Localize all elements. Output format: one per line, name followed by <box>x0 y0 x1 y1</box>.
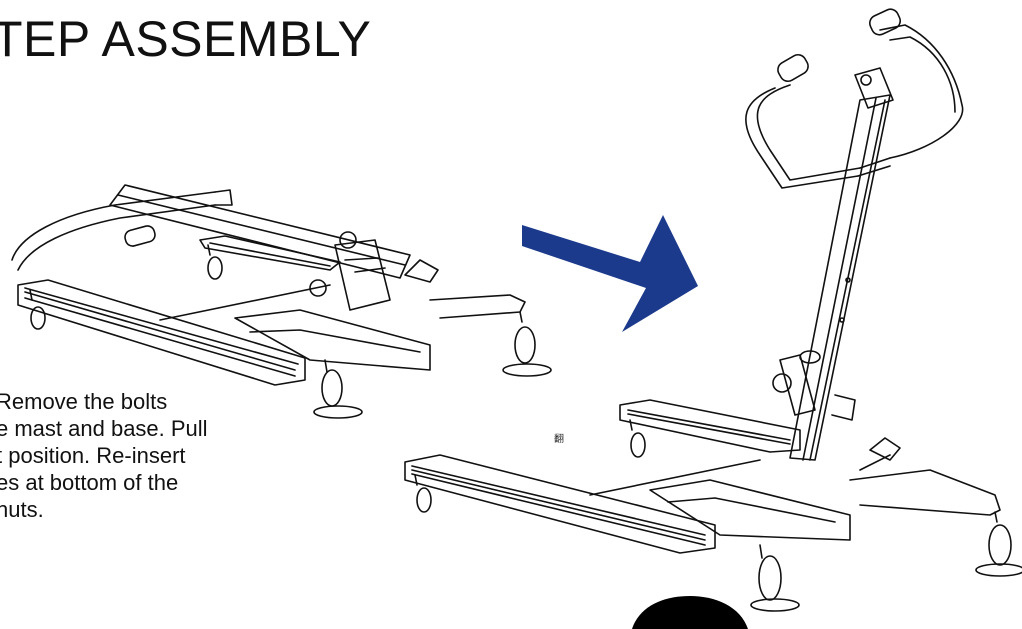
direction-arrow-icon <box>522 215 698 332</box>
instruction-line: es at bottom of the <box>0 470 179 495</box>
lift-assembled-illustration <box>404 8 1022 612</box>
instruction-line: nuts. <box>0 497 44 522</box>
instruction-line: t position. Re-insert <box>0 443 186 468</box>
instruction-line: Remove the bolts <box>0 389 168 414</box>
page-title: TEP ASSEMBLY <box>0 11 372 67</box>
stray-glyph: 翻 <box>554 434 564 445</box>
instruction-line: e mast and base. Pull <box>0 416 208 441</box>
instruction-text: Remove the bolts e mast and base. Pull t… <box>0 388 208 523</box>
lift-folded-illustration <box>11 184 552 419</box>
page-badge-shape <box>632 596 748 629</box>
